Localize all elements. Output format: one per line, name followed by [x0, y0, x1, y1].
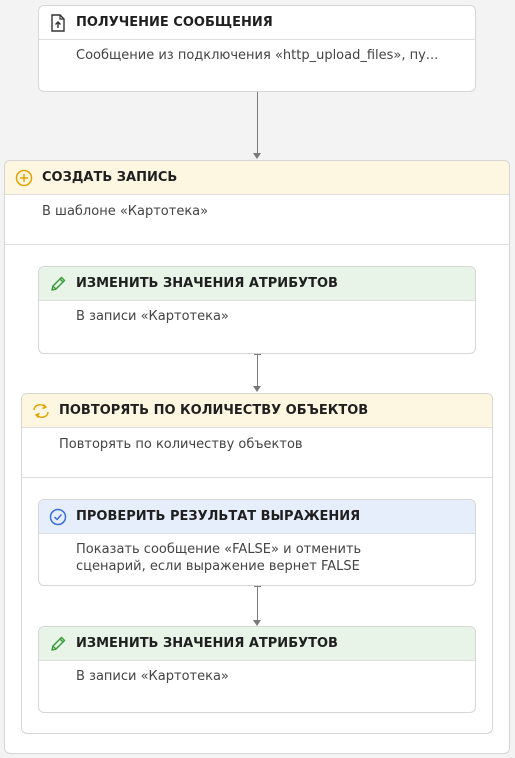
node-change-attributes[interactable]: ИЗМЕНИТЬ ЗНАЧЕНИЯ АТРИБУТОВ В записи «Ка… — [38, 626, 476, 713]
loop-arrows-icon — [31, 401, 51, 421]
plus-circle-icon — [14, 168, 34, 188]
node-header: ПОЛУЧЕНИЕ СООБЩЕНИЯ — [39, 6, 475, 40]
connector-arrow — [253, 620, 261, 626]
pencil-icon — [48, 634, 68, 654]
node-header: СОЗДАТЬ ЗАПИСЬ — [5, 161, 509, 195]
connector-arrow — [253, 386, 261, 392]
node-header: ИЗМЕНИТЬ ЗНАЧЕНИЯ АТРИБУТОВ — [39, 267, 475, 301]
node-check-expression[interactable]: ПРОВЕРИТЬ РЕЗУЛЬТАТ ВЫРАЖЕНИЯ Показать с… — [38, 499, 476, 586]
connector-line — [257, 92, 258, 156]
node-title: ПОЛУЧЕНИЕ СООБЩЕНИЯ — [76, 15, 273, 30]
node-header: ИЗМЕНИТЬ ЗНАЧЕНИЯ АТРИБУТОВ — [39, 627, 475, 661]
node-description: Показать сообщение «FALSE» и отменить сц… — [76, 542, 362, 574]
node-title: ИЗМЕНИТЬ ЗНАЧЕНИЯ АТРИБУТОВ — [76, 636, 338, 651]
node-receive-message[interactable]: ПОЛУЧЕНИЕ СООБЩЕНИЯ Сообщение из подключ… — [38, 5, 476, 92]
node-description: В шаблоне «Картотека» — [5, 195, 509, 245]
connector-line — [257, 586, 258, 622]
node-title: ИЗМЕНИТЬ ЗНАЧЕНИЯ АТРИБУТОВ — [76, 276, 338, 291]
node-description: В записи «Картотека» — [76, 669, 229, 684]
node-description: Сообщение из подключения «http_upload_fi… — [76, 48, 439, 63]
node-description: Повторять по количеству объектов — [22, 428, 492, 478]
check-circle-icon — [48, 507, 68, 527]
node-header: ПРОВЕРИТЬ РЕЗУЛЬТАТ ВЫРАЖЕНИЯ — [39, 500, 475, 534]
node-title: ПРОВЕРИТЬ РЕЗУЛЬТАТ ВЫРАЖЕНИЯ — [76, 509, 361, 524]
node-title: СОЗДАТЬ ЗАПИСЬ — [42, 170, 178, 185]
node-description: В записи «Картотека» — [76, 309, 229, 324]
connector-arrow — [253, 153, 261, 159]
node-title: ПОВТОРЯТЬ ПО КОЛИЧЕСТВУ ОБЪЕКТОВ — [59, 403, 369, 418]
file-upload-icon — [48, 13, 68, 33]
node-header: ПОВТОРЯТЬ ПО КОЛИЧЕСТВУ ОБЪЕКТОВ — [22, 394, 492, 428]
pencil-icon — [48, 274, 68, 294]
node-change-attributes[interactable]: ИЗМЕНИТЬ ЗНАЧЕНИЯ АТРИБУТОВ В записи «Ка… — [38, 266, 476, 354]
connector-line — [257, 354, 258, 388]
